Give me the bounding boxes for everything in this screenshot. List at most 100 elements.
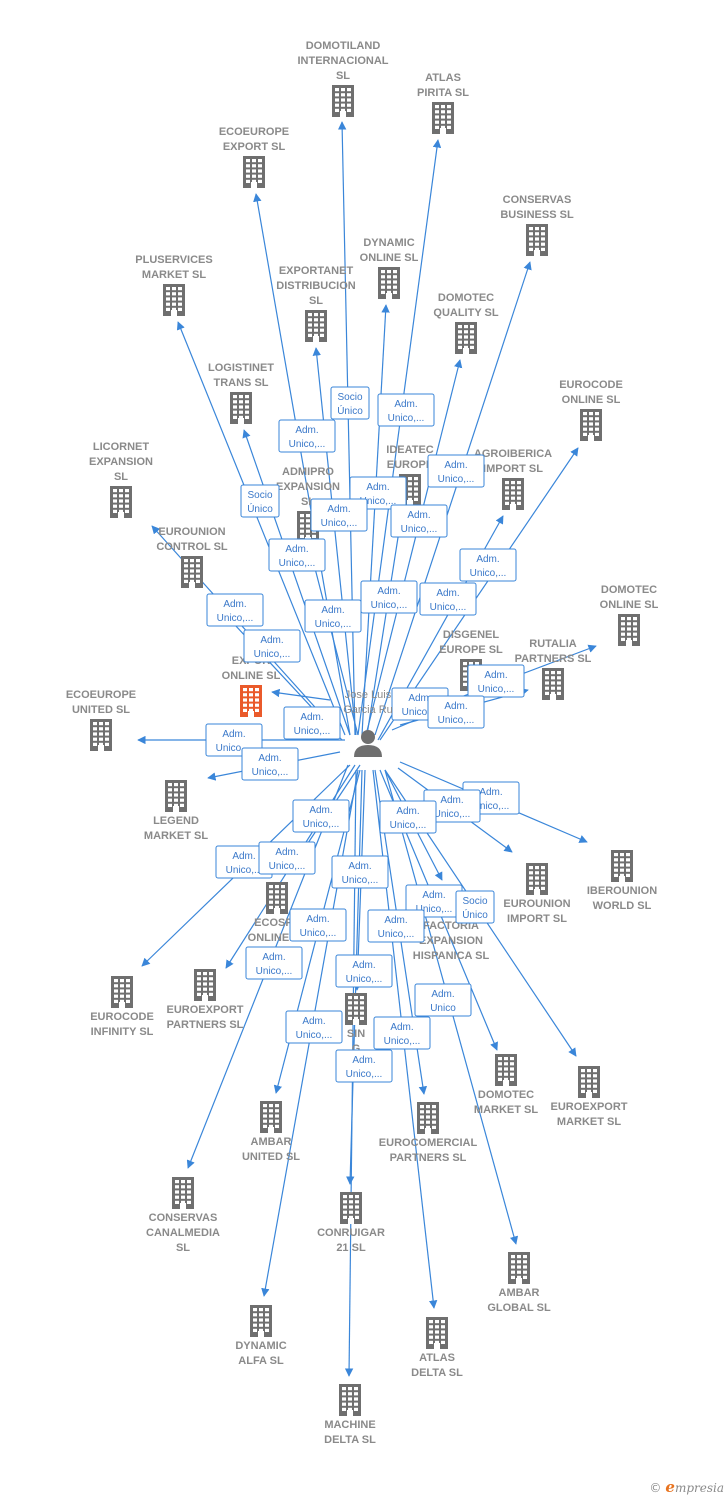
relation-label[interactable]: Adm.Unico,... — [405, 884, 463, 918]
relation-text: Unico,... — [216, 743, 253, 754]
building-icon — [426, 1317, 448, 1349]
relation-label[interactable]: Adm.Unico,... — [335, 954, 393, 988]
relation-label[interactable]: Adm.Unico,... — [245, 946, 303, 980]
relation-text: Adm. — [262, 952, 285, 963]
relation-text: Unico,... — [269, 861, 306, 872]
edge-18 — [271, 688, 331, 701]
relation-text: Adm. — [377, 586, 400, 597]
relation-text: Unico,... — [384, 1036, 421, 1047]
relation-label[interactable]: Adm.Unico,... — [459, 548, 517, 582]
relation-label[interactable]: Adm.Unico,... — [289, 908, 347, 942]
relation-label[interactable]: Adm.Unico,... — [423, 789, 481, 823]
relation-label[interactable]: Adm.Unico,... — [304, 599, 362, 633]
relation-label[interactable]: Adm.Unico,... — [379, 800, 437, 834]
relation-label[interactable]: Adm.Unico,... — [285, 1010, 343, 1044]
company-label-line: DISGENEL — [443, 629, 500, 641]
building-icon — [250, 1305, 272, 1337]
building-icon — [230, 392, 252, 424]
relation-text: Unico,... — [438, 474, 475, 485]
relation-text: Adm. — [436, 588, 459, 599]
relation-label[interactable]: Adm.Unico,... — [310, 498, 368, 532]
company-label-line: ECOEUROPE — [66, 689, 136, 701]
company-label-line: SL — [114, 471, 128, 483]
relation-label[interactable]: Adm.Unico,... — [360, 580, 418, 614]
person-name-line-2: Garcia Ru — [343, 704, 393, 716]
relation-label[interactable]: Adm.Unico,... — [268, 538, 326, 572]
relation-text: Adm. — [444, 460, 467, 471]
relation-label[interactable]: Adm.Unico,... — [467, 664, 525, 698]
company-label-line: INTERNACIONAL — [297, 55, 388, 67]
relation-label[interactable]: Adm. Unico,... — [427, 454, 485, 488]
company-label-line: CONSERVAS — [503, 194, 572, 206]
relation-label[interactable]: Adm.Unico,... — [373, 1016, 431, 1050]
relation-label[interactable]: Adm.Unico,... — [331, 855, 389, 889]
company-label-line: DOMOTEC — [601, 584, 657, 596]
company-label-line: PARTNERS SL — [390, 1152, 467, 1164]
company-label-line: ONLINE SL — [222, 670, 281, 682]
person-node[interactable]: Jose Luis Garcia Ru — [343, 689, 393, 757]
relation-label[interactable]: Adm.Unico,... — [335, 1049, 393, 1083]
relation-label[interactable]: Adm.Unico,... — [241, 747, 299, 781]
relation-label[interactable]: Adm.Unico,... — [278, 419, 336, 453]
relation-label[interactable]: Adm.Unico,... — [206, 593, 264, 627]
brand-footer[interactable]: ©empresia — [649, 1478, 724, 1496]
company-label-line: IDEATEC — [386, 444, 434, 456]
relation-text: Adm. — [309, 805, 332, 816]
relation-label[interactable]: Adm.Unico,... — [419, 582, 477, 616]
relation-label[interactable]: Adm.Unico — [414, 983, 472, 1017]
relation-label[interactable]: Adm.Unico,... — [367, 909, 425, 943]
brand-initial: e — [665, 1478, 675, 1496]
relation-label[interactable]: Adm.Unico,... — [377, 393, 435, 427]
relation-label[interactable]: Adm.Unico,... — [390, 504, 448, 538]
relation-label[interactable]: Adm.Unico,... — [258, 841, 316, 875]
brand-name: mpresia — [674, 1481, 724, 1495]
relation-label[interactable]: Adm.Unico,... — [283, 706, 341, 740]
company-label-line: RUTALIA — [529, 638, 577, 650]
company-label-line: PARTNERS SL — [167, 1019, 244, 1031]
relation-label[interactable]: Adm.Unico,... — [243, 629, 301, 663]
relation-text: Unico,... — [254, 649, 291, 660]
edge-6 — [312, 347, 357, 736]
relation-label[interactable]: Adm.Unico,... — [427, 695, 485, 729]
relation-label[interactable]: Adm.Unico,... — [292, 799, 350, 833]
relation-text: Unico,... — [438, 715, 475, 726]
company-label-line: DISTRIBUCION — [276, 280, 356, 292]
company-label-line: 21 SL — [336, 1242, 366, 1254]
relation-text: Unico,... — [279, 558, 316, 569]
company-label-line: MACHINE — [324, 1419, 375, 1431]
